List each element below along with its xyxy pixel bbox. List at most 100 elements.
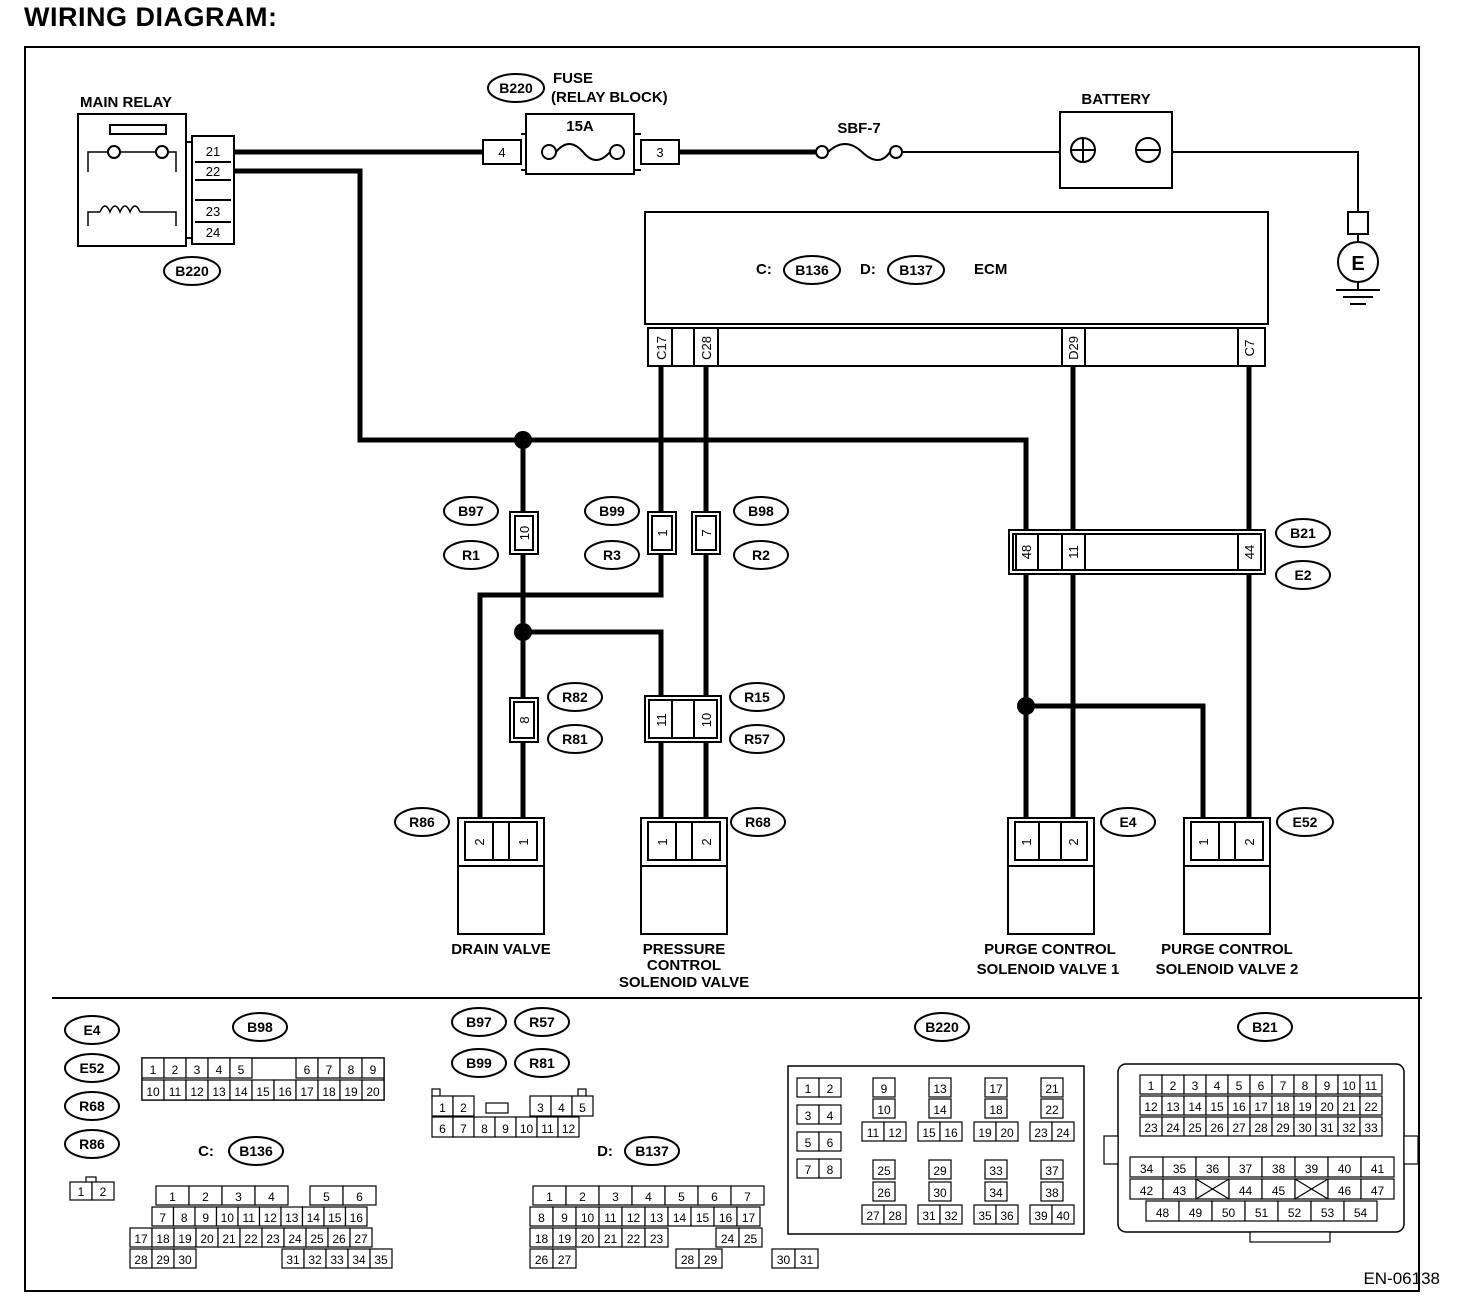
legend-b220-pin-9-cell: [872, 1077, 896, 1098]
legend-b136-r4-pin-35-cell: [369, 1248, 393, 1269]
legend-b98-badge: [232, 1012, 288, 1042]
legend-b21-r1-pin-6: 6: [1258, 1079, 1265, 1093]
b21-e2-pin-11: 11: [1066, 545, 1081, 559]
legend-b136-r3-pin-27-cell: [349, 1227, 373, 1248]
ground-symbol: [1336, 211, 1380, 305]
legend-b137-r3-pin-23-cell: [644, 1227, 669, 1248]
legend-b98-r2-pin-16: 16: [278, 1085, 292, 1099]
r82-r81-pin: 8: [517, 716, 532, 723]
legend-b21-r1-pin-10: 10: [1342, 1079, 1356, 1093]
legend-b220-pin-30-cell: [928, 1181, 952, 1202]
purge-valve-1-pin-1: 1: [1019, 838, 1034, 845]
legend-b21-r4-pin-41-cell: [1360, 1156, 1395, 1178]
legend-b136-r2-pin-13: 13: [285, 1211, 299, 1225]
legend-b137-r4-pin-31-cell: [794, 1248, 819, 1269]
wire-b99-drain2: [477, 551, 664, 821]
legend-b21-r2-pin-20: 20: [1320, 1100, 1334, 1114]
legend-b21-pin-43: 43: [1173, 1184, 1187, 1198]
r2-label: R2: [752, 547, 770, 563]
legend-b98-r2-pin-20-cell: [361, 1079, 385, 1101]
legend-e4-badge: [64, 1015, 120, 1045]
legend-b220-pin-21: 21: [1045, 1082, 1059, 1096]
legend-b21-r2-pin-22: 22: [1364, 1100, 1378, 1114]
r86-badge: [394, 807, 450, 837]
legend-b220-pin-14: 14: [933, 1103, 947, 1117]
drain-valve-pin-1: 1: [516, 838, 531, 845]
legend-b136-r2-pin-16: 16: [350, 1211, 364, 1225]
legend-b137-r2-pin-17-cell: [736, 1206, 761, 1227]
ground-label: E: [1351, 253, 1364, 275]
purge-valve-1-label-2: SOLENOID VALVE 1: [977, 961, 1120, 978]
purge-valve-1-pin-2: 2: [1066, 838, 1081, 845]
diagram-frame: [24, 46, 1420, 1292]
legend-b21-r2-pin-22-cell: [1359, 1095, 1383, 1116]
legend-b137-r2-pin-11: 11: [604, 1211, 617, 1225]
fuse-pin-4: 4: [498, 145, 505, 160]
legend-e52-label: E52: [80, 1060, 105, 1076]
legend-b220-h3-pin-40-cell: [1051, 1204, 1075, 1225]
legend-b220-h1-pin-31: 31: [922, 1209, 936, 1223]
legend-two-pin-pin-1: 1: [78, 1185, 85, 1199]
pressure-valve-label-2: CONTROL: [647, 957, 721, 974]
legend-b220-a2-pin-5: 5: [805, 1136, 812, 1150]
legend-b97-r1-pin-2: 2: [460, 1101, 467, 1115]
purge-valve-2-label-2: SOLENOID VALVE 2: [1156, 961, 1299, 978]
legend-b137-r1-pin-4: 4: [645, 1190, 652, 1204]
r57-label: R57: [744, 731, 770, 747]
legend-b21-r4-pin-35: 35: [1173, 1162, 1187, 1176]
legend-b220-h0-pin-28-cell: [883, 1204, 907, 1225]
legend-b136-r1-pin-4-cell: [254, 1185, 289, 1206]
legend-r86-badge: [64, 1129, 120, 1159]
legend-b220-pin-13: 13: [933, 1082, 947, 1096]
legend-b136-r2-pin-14: 14: [307, 1211, 321, 1225]
legend-b137-r1-pin-6: 6: [711, 1190, 718, 1204]
legend-b136-r1-pin-5: 5: [323, 1190, 330, 1204]
legend-b137-r2-pin-8: 8: [538, 1211, 545, 1225]
legend-two-pin-pin-2: 2: [100, 1185, 107, 1199]
legend-b220-g0-pin-12: 12: [888, 1126, 902, 1140]
figure-id: EN-06138: [1363, 1269, 1440, 1288]
legend-b21-r2-pin-21: 21: [1342, 1100, 1356, 1114]
legend-b98-r2-pin-18: 18: [322, 1085, 336, 1099]
legend-b220-a1-pin-3: 3: [805, 1109, 812, 1123]
legend-b21-r1-pin-7: 7: [1280, 1079, 1287, 1093]
main-relay-pin-23: 23: [206, 204, 220, 219]
legend-b220-pin-26-cell: [872, 1181, 896, 1202]
r1-badge: [443, 540, 499, 570]
sbf-fuse: [815, 143, 903, 161]
legend-b220-pin-25-cell: [872, 1159, 896, 1180]
legend-b21-r3-pin-33-cell: [1359, 1116, 1383, 1137]
legend-b21-pin-42: 42: [1140, 1184, 1154, 1198]
legend-b137-r4-pin-29-cell: [698, 1248, 723, 1269]
legend-b97-r2-pin-8: 8: [481, 1122, 488, 1136]
legend-b137-r1-pin-2: 2: [579, 1190, 586, 1204]
b97-r1-connector: [509, 511, 539, 555]
legend-b137-r3-pin-19: 19: [558, 1232, 572, 1246]
drain-valve: [457, 817, 545, 935]
purge-control-valve-1: [1007, 817, 1095, 935]
ecm-pin-c7: C7: [1242, 340, 1257, 357]
legend-b21-r6-pin-54-cell: [1343, 1200, 1378, 1222]
b21-e2-pin-48: 48: [1019, 545, 1034, 559]
legend-b136-r4-pin-29: 29: [156, 1253, 170, 1267]
legend-b98-pin-1: 1: [150, 1063, 157, 1077]
legend-b136-r3-pin-26: 26: [332, 1232, 346, 1246]
legend-b98-r2-pin-13: 13: [212, 1085, 226, 1099]
legend-b136-r3-pin-23: 23: [266, 1232, 280, 1246]
legend-b220-pin-34: 34: [989, 1186, 1003, 1200]
legend-b220-g3-pin-24-cell: [1051, 1121, 1075, 1142]
legend-b21-pin-45: 45: [1272, 1184, 1286, 1198]
legend-b136-r4-pin-34: 34: [352, 1253, 366, 1267]
legend-b136-r1-pin-6-cell: [342, 1185, 377, 1206]
legend-b220-label: B220: [925, 1019, 959, 1035]
legend-b98-pin-7: 7: [326, 1063, 333, 1077]
legend-b99-badge: [451, 1048, 507, 1078]
ecm-label: ECM: [974, 261, 1007, 278]
legend-b136-r4-pin-28: 28: [134, 1253, 148, 1267]
b21-badge: [1275, 518, 1331, 548]
splice-nodes: [514, 431, 1035, 715]
r82-badge: [547, 682, 603, 712]
e2-badge: [1275, 560, 1331, 590]
purge-valve-1-label-1: PURGE CONTROL: [984, 941, 1116, 958]
